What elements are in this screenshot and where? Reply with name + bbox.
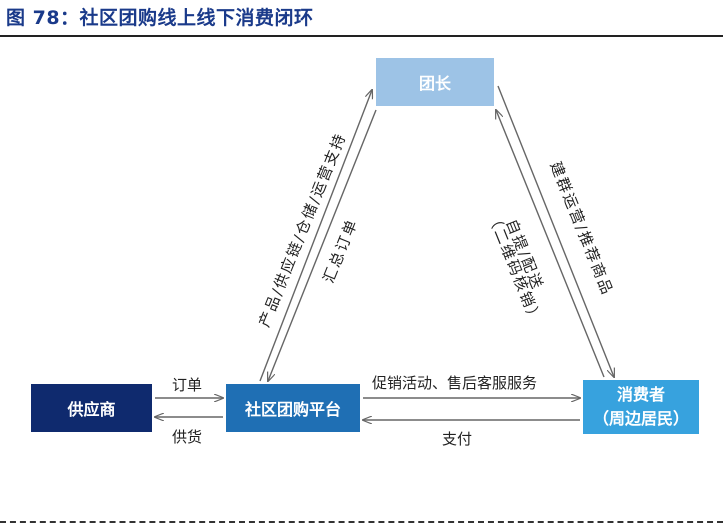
node-consumer: 消费者 （周边居民） (583, 380, 699, 434)
arrow-consumer-to-leader (496, 110, 605, 378)
node-leader: 团长 (376, 58, 494, 106)
arrow-platform-to-leader (259, 90, 372, 382)
edge-label-order: 订单 (172, 376, 203, 394)
node-platform: 社区团购平台 (226, 384, 360, 432)
edge-label-promotion: 促销活动、售后客服服务 (372, 374, 538, 392)
node-platform-label: 社区团购平台 (244, 400, 341, 419)
title-divider (0, 35, 723, 37)
arrow-leader-to-consumer (497, 85, 614, 377)
node-leader-label: 团长 (418, 74, 451, 93)
edge-label-supply: 供货 (172, 428, 203, 446)
node-supplier: 供应商 (31, 384, 152, 432)
node-consumer-label-2: （周边居民） (592, 409, 689, 428)
bottom-divider (0, 521, 723, 525)
page-title: 图 78：社区团购线上线下消费闭环 (6, 7, 314, 29)
edge-label-payment: 支付 (442, 430, 473, 448)
arrow-leader-to-platform (268, 109, 377, 381)
node-supplier-label: 供应商 (67, 400, 116, 419)
node-consumer-label-1: 消费者 (616, 385, 665, 404)
